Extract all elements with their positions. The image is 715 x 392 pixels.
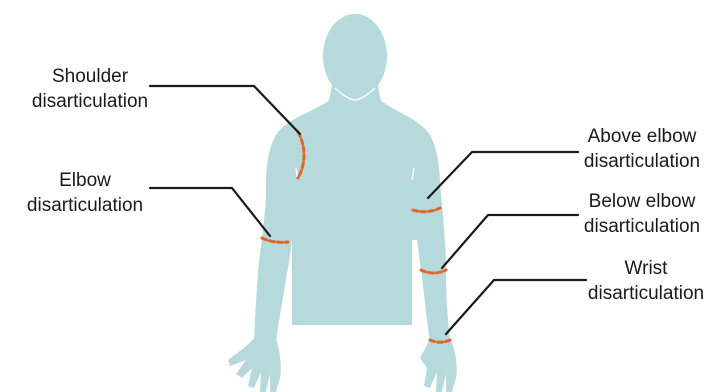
elbow-disarticulation-label: Elbow disarticulation [10,168,160,218]
wrist-disarticulation-label: Wrist disarticulation [580,256,712,306]
shoulder-label-line2: disarticulation [20,89,160,114]
left-hand [228,338,281,392]
below-elbow-leader-line [442,215,578,268]
below-elbow-disarticulation-label: Below elbow disarticulation [572,189,712,239]
below-elbow-label-line1: Below elbow [572,189,712,214]
right-hand [420,338,457,392]
left-arm [254,180,296,342]
elbow-label-line1: Elbow [10,168,160,193]
above-elbow-label-line1: Above elbow [572,124,712,149]
human-figure [228,14,457,392]
shoulder-leader-line [150,86,300,134]
shoulder-label-line1: Shoulder [20,64,160,89]
wrist-label-line1: Wrist [580,256,712,281]
right-arm [412,180,450,342]
above-elbow-leader-line [428,152,578,198]
wrist-leader-line [446,280,586,334]
above-elbow-disarticulation-label: Above elbow disarticulation [572,124,712,174]
wrist-label-line2: disarticulation [580,281,712,306]
elbow-label-line2: disarticulation [10,193,160,218]
elbow-leader-line [150,188,270,236]
above-elbow-label-line2: disarticulation [572,149,712,174]
below-elbow-label-line2: disarticulation [572,214,712,239]
shoulder-disarticulation-label: Shoulder disarticulation [20,64,160,114]
